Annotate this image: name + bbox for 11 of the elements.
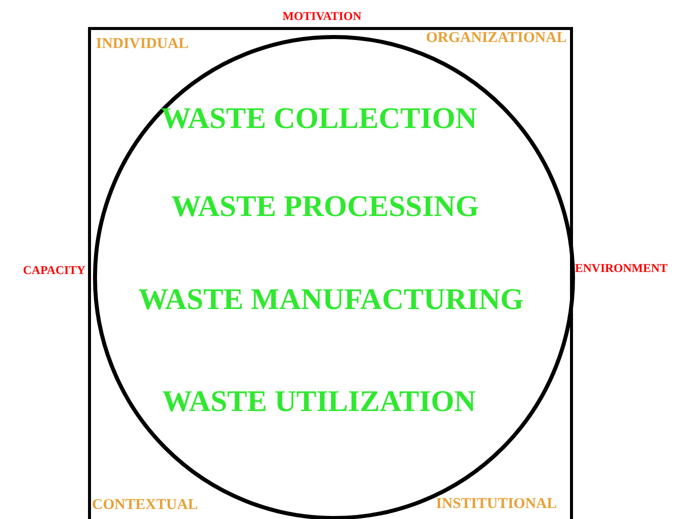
stage-text: WASTE UTILIZATION <box>162 387 476 417</box>
stage-text: WASTE MANUFACTURING <box>138 285 524 315</box>
corner-label: CONTEXTUAL <box>92 498 198 513</box>
side-label: ENVIRONMENT <box>575 262 668 274</box>
corner-label: INSTITUTIONAL <box>436 497 557 512</box>
corner-label: INDIVIDUAL <box>96 37 189 52</box>
side-label: MOTIVATION <box>282 10 362 22</box>
side-label: CAPACITY <box>23 264 86 276</box>
stage-text: WASTE PROCESSING <box>171 192 479 222</box>
corner-label: ORGANIZATIONAL <box>426 31 567 46</box>
stage-text: WASTE COLLECTION <box>161 104 477 134</box>
